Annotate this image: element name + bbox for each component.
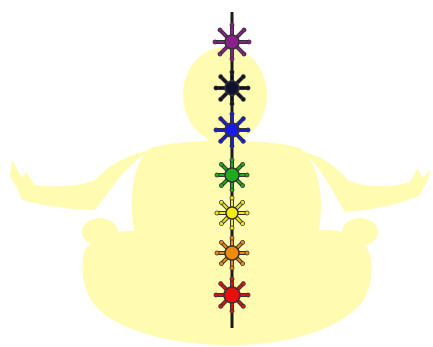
root-ray-tip bbox=[241, 282, 245, 286]
throat-ray-tip bbox=[241, 139, 245, 143]
root-ray-tip bbox=[219, 304, 223, 308]
solar-plexus-chakra-icon bbox=[215, 196, 249, 230]
heart-ray-tip bbox=[230, 188, 234, 192]
heart-ray-tip bbox=[230, 158, 234, 162]
sacral-ray-tip bbox=[219, 240, 223, 244]
sacral-ray-tip bbox=[215, 251, 219, 255]
throat-ray-tip bbox=[241, 117, 245, 121]
solar-plexus-ray-tip bbox=[219, 200, 223, 204]
throat-ray-tip bbox=[246, 128, 250, 132]
root-ray-tip bbox=[230, 277, 234, 281]
sacral-ray-tip bbox=[241, 262, 245, 266]
root-ray-tip bbox=[246, 293, 250, 297]
crown-ray-tip bbox=[218, 52, 222, 56]
third-eye-ray-tip bbox=[241, 75, 245, 79]
third-eye-ray-tip bbox=[214, 86, 218, 90]
crown-chakra-icon bbox=[213, 23, 251, 61]
solar-plexus-ray-tip bbox=[241, 222, 245, 226]
root-ray-tip bbox=[219, 282, 223, 286]
root-ray-tip bbox=[230, 309, 234, 313]
heart-chakra-icon bbox=[215, 158, 249, 192]
solar-plexus-ray-tip bbox=[215, 211, 219, 215]
solar-plexus-ray-tip bbox=[241, 200, 245, 204]
heart-ray-tip bbox=[219, 162, 223, 166]
third-eye-chakra-icon bbox=[214, 70, 250, 106]
throat-chakra-icon bbox=[214, 112, 250, 148]
crown-ray-tip bbox=[247, 40, 251, 44]
root-ray-tip bbox=[241, 304, 245, 308]
sacral-ray-tip bbox=[230, 236, 234, 240]
crown-ray-tip bbox=[242, 52, 246, 56]
heart-ray-tip bbox=[219, 184, 223, 188]
sacral-ray-tip bbox=[245, 251, 249, 255]
figure-left-hand bbox=[82, 218, 118, 246]
crown-core bbox=[225, 35, 239, 49]
throat-ray-tip bbox=[219, 139, 223, 143]
root-ray-tip bbox=[214, 293, 218, 297]
crown-ray-tip bbox=[242, 28, 246, 32]
crown-ray-tip bbox=[218, 28, 222, 32]
heart-ray-tip bbox=[241, 184, 245, 188]
root-core bbox=[224, 287, 240, 303]
heart-ray-tip bbox=[245, 173, 249, 177]
throat-ray-tip bbox=[219, 117, 223, 121]
sacral-chakra-icon bbox=[215, 236, 249, 270]
meditating-figure bbox=[10, 47, 430, 345]
solar-plexus-ray-tip bbox=[230, 226, 234, 230]
crown-ray-tip bbox=[213, 40, 217, 44]
heart-ray-tip bbox=[241, 162, 245, 166]
third-eye-ray-tip bbox=[219, 75, 223, 79]
throat-ray-tip bbox=[230, 112, 234, 116]
solar-plexus-core bbox=[226, 207, 238, 219]
figure-left-arm bbox=[10, 150, 152, 210]
figure-right-hand bbox=[342, 218, 378, 246]
third-eye-core bbox=[225, 81, 239, 95]
third-eye-ray-tip bbox=[230, 70, 234, 74]
throat-ray-tip bbox=[214, 128, 218, 132]
third-eye-ray-tip bbox=[241, 97, 245, 101]
sacral-core bbox=[225, 246, 239, 260]
root-chakra-icon bbox=[214, 277, 250, 313]
solar-plexus-ray-tip bbox=[230, 196, 234, 200]
third-eye-ray-tip bbox=[230, 102, 234, 106]
crown-ray-tip bbox=[230, 23, 234, 27]
crown-ray-tip bbox=[230, 57, 234, 61]
sacral-ray-tip bbox=[241, 240, 245, 244]
throat-ray-tip bbox=[230, 144, 234, 148]
third-eye-ray-tip bbox=[219, 97, 223, 101]
sacral-ray-tip bbox=[219, 262, 223, 266]
heart-ray-tip bbox=[215, 173, 219, 177]
heart-core bbox=[225, 168, 239, 182]
throat-core bbox=[225, 123, 239, 137]
solar-plexus-ray-tip bbox=[245, 211, 249, 215]
sacral-ray-tip bbox=[230, 266, 234, 270]
third-eye-ray-tip bbox=[246, 86, 250, 90]
solar-plexus-ray-tip bbox=[219, 222, 223, 226]
